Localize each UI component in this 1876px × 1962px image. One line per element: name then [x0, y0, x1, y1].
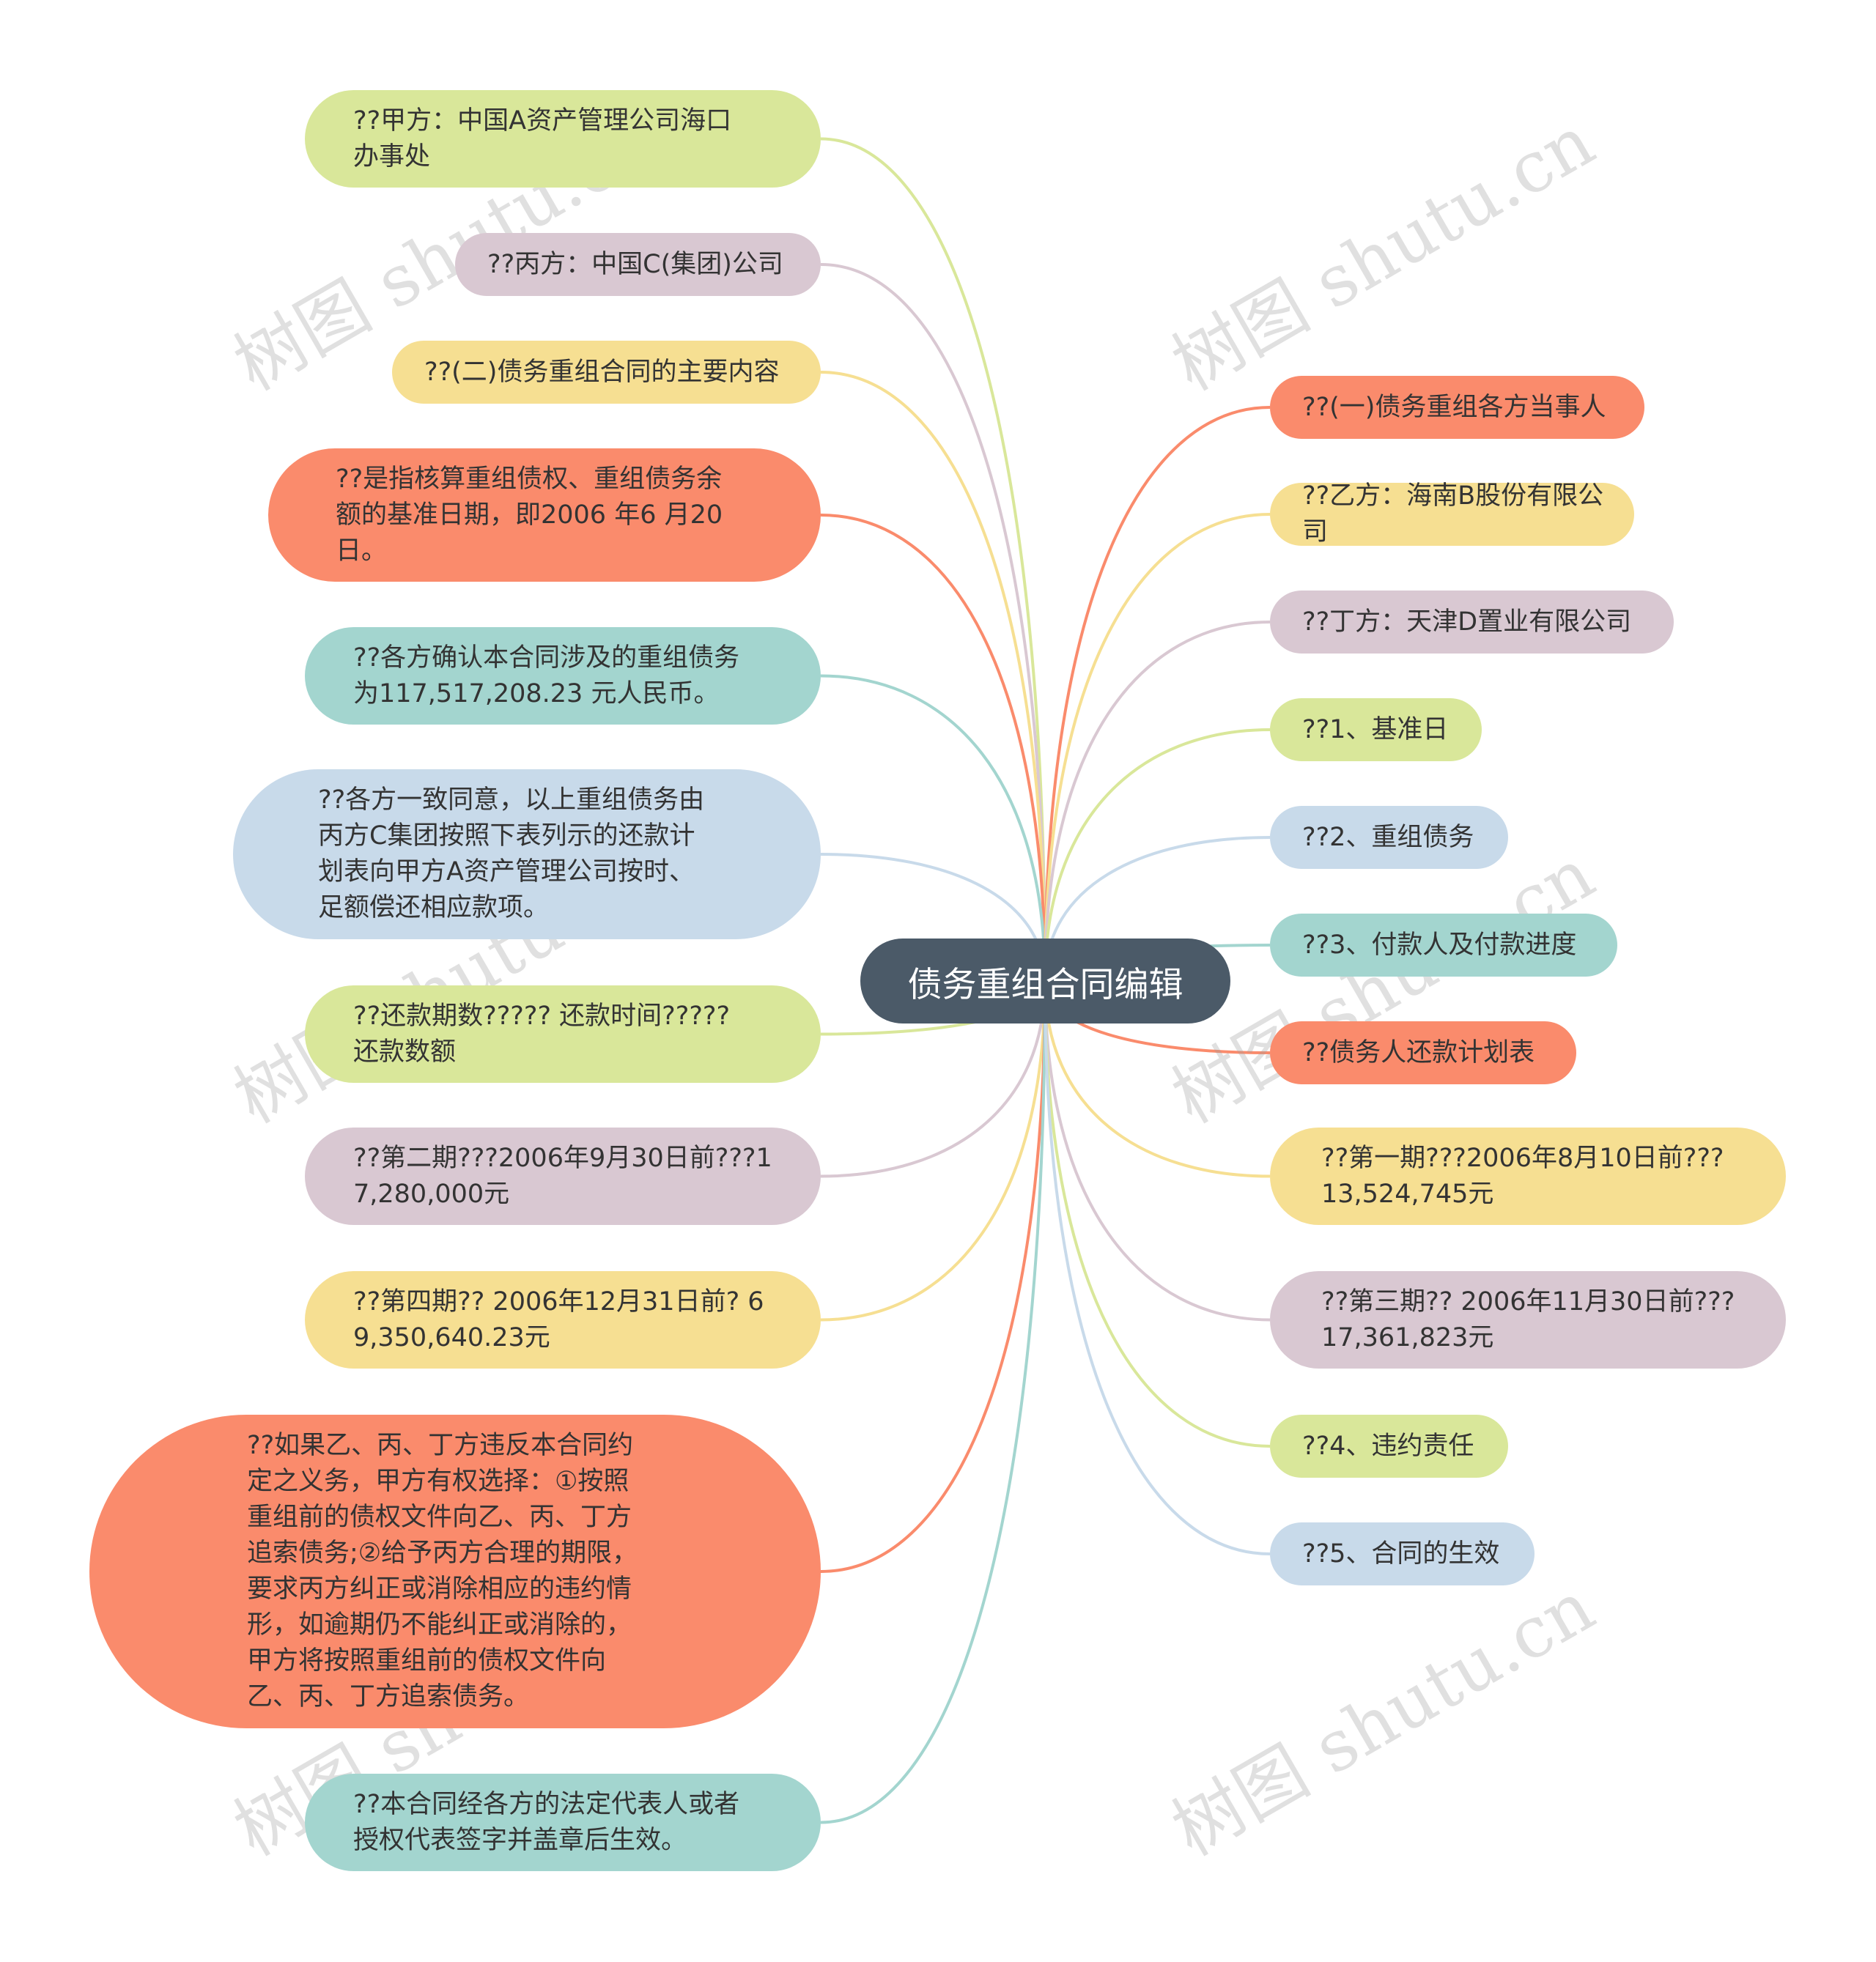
topic-node-left[interactable]: ??是指核算重组债权、重组债务余额的基准日期，即2006 年6 月20 日。 — [268, 448, 821, 582]
topic-node-right[interactable]: ??3、付款人及付款进度 — [1270, 914, 1617, 977]
topic-label: ??各方一致同意，以上重组债务由丙方C集团按照下表列示的还款计划表向甲方A资产管… — [318, 785, 705, 922]
topic-node-right[interactable]: ??2、重组债务 — [1270, 806, 1508, 869]
topic-label: ??债务人还款计划表 — [1302, 1037, 1535, 1067]
topic-label: ??第二期???2006年9月30日前???17,280,000元 — [353, 1143, 772, 1209]
topic-node-left[interactable]: ??还款期数????? 还款时间?????还款数额 — [305, 985, 821, 1083]
topic-node-right[interactable]: ??(一)债务重组各方当事人 — [1270, 376, 1644, 439]
connector-line — [1044, 980, 1271, 1448]
topic-label: ??丙方：中国C(集团)公司 — [487, 249, 783, 279]
topic-node-right[interactable]: ??丁方：天津D置业有限公司 — [1270, 591, 1674, 654]
topic-label: ??2、重组债务 — [1302, 822, 1474, 852]
topic-label: ??甲方：中国A资产管理公司海口办事处 — [353, 105, 732, 171]
topic-label: ??各方确认本合同涉及的重组债务为117,517,208.23 元人民币。 — [353, 643, 740, 708]
topic-label: ??第三期?? 2006年11月30日前???17,361,823元 — [1321, 1287, 1735, 1352]
connector-line — [1044, 980, 1271, 1322]
topic-label: ??丁方：天津D置业有限公司 — [1302, 607, 1632, 637]
topic-node-right[interactable]: ??第一期???2006年8月10日前???13,524,745元 — [1270, 1128, 1786, 1225]
topic-label: ??本合同经各方的法定代表人或者授权代表签字并盖章后生效。 — [353, 1789, 740, 1855]
topic-node-left[interactable]: ??如果乙、丙、丁方违反本合同约定之义务，甲方有权选择：①按照重组前的债权文件向… — [89, 1415, 821, 1728]
topic-label: ??如果乙、丙、丁方违反本合同约定之义务，甲方有权选择：①按照重组前的债权文件向… — [247, 1431, 638, 1711]
topic-node-left[interactable]: ??第二期???2006年9月30日前???17,280,000元 — [305, 1128, 821, 1225]
connector-line — [820, 980, 1046, 1824]
connector-line — [820, 514, 1046, 982]
connector-line — [1044, 406, 1271, 982]
connector-line — [820, 980, 1046, 1573]
topic-node-right[interactable]: ??第三期?? 2006年11月30日前???17,361,823元 — [1270, 1271, 1786, 1369]
central-topic[interactable]: 债务重组合同编辑 — [860, 939, 1230, 1023]
topic-node-right[interactable]: ??4、违约责任 — [1270, 1415, 1508, 1478]
topic-node-left[interactable]: ??(二)债务重组合同的主要内容 — [392, 341, 821, 404]
connector-line — [1044, 728, 1271, 982]
connector-line — [820, 371, 1046, 982]
connector-line — [820, 980, 1046, 1178]
topic-node-right[interactable]: ??债务人还款计划表 — [1270, 1021, 1576, 1084]
connector-line — [820, 137, 1046, 982]
topic-node-left[interactable]: ??丙方：中国C(集团)公司 — [455, 233, 821, 296]
connector-line — [1044, 980, 1271, 1178]
topic-label: ??乙方：海南B股份有限公司 — [1302, 481, 1604, 547]
central-topic-label: 债务重组合同编辑 — [907, 964, 1183, 1005]
connector-line — [1044, 621, 1271, 982]
connector-line — [820, 263, 1046, 982]
topic-label: ??还款期数????? 还款时间?????还款数额 — [353, 1001, 731, 1067]
topic-node-right[interactable]: ??1、基准日 — [1270, 698, 1482, 761]
topic-node-right[interactable]: ??乙方：海南B股份有限公司 — [1270, 481, 1634, 547]
connector-line — [1044, 513, 1271, 982]
topic-node-left[interactable]: ??本合同经各方的法定代表人或者授权代表签字并盖章后生效。 — [305, 1774, 821, 1871]
topic-node-right[interactable]: ??5、合同的生效 — [1270, 1522, 1535, 1585]
topic-node-left[interactable]: ??第四期?? 2006年12月31日前? 69,350,640.23元 — [305, 1271, 821, 1369]
topic-label: ??是指核算重组债权、重组债务余额的基准日期，即2006 年6 月20 日。 — [336, 464, 723, 566]
topic-label: ??第四期?? 2006年12月31日前? 69,350,640.23元 — [353, 1287, 764, 1352]
connector-line — [1044, 980, 1271, 1555]
topic-label: ??4、违约责任 — [1302, 1431, 1474, 1461]
topic-label: ??1、基准日 — [1302, 714, 1449, 744]
topic-label: ??(一)债务重组各方当事人 — [1302, 392, 1606, 422]
topic-node-left[interactable]: ??各方一致同意，以上重组债务由丙方C集团按照下表列示的还款计划表向甲方A资产管… — [233, 769, 821, 939]
topic-label: ??(二)债务重组合同的主要内容 — [424, 357, 780, 387]
topic-label: ??5、合同的生效 — [1302, 1539, 1500, 1569]
topic-node-left[interactable]: ??甲方：中国A资产管理公司海口办事处 — [305, 90, 821, 188]
connector-line — [820, 674, 1046, 982]
topic-node-left[interactable]: ??各方确认本合同涉及的重组债务为117,517,208.23 元人民币。 — [305, 627, 821, 725]
topic-label: ??3、付款人及付款进度 — [1302, 930, 1577, 960]
connector-line — [820, 980, 1046, 1322]
topic-label: ??第一期???2006年8月10日前???13,524,745元 — [1321, 1143, 1724, 1209]
